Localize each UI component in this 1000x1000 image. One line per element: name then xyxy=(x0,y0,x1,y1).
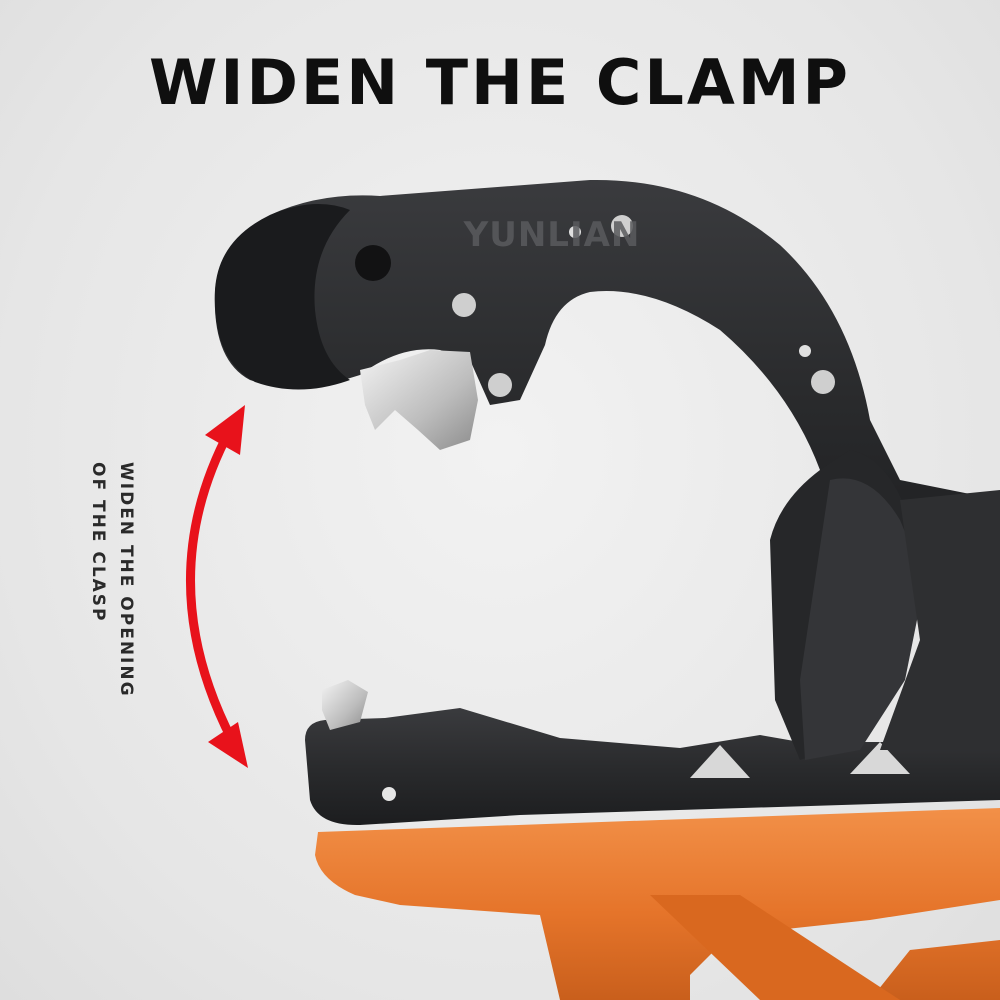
upper-arm-screw xyxy=(811,370,835,394)
vertical-caption-line-1: WIDEN THE OPENING xyxy=(116,462,136,698)
brand-logo: YUNLIAN xyxy=(463,215,641,255)
double-curved-arrow-icon xyxy=(186,405,248,768)
upper-arm-screw xyxy=(611,215,633,237)
upper-arm xyxy=(214,179,1000,601)
upper-arm-screw xyxy=(452,293,476,317)
upper-arm-rivet xyxy=(799,345,811,357)
vertical-caption-line-2: OF THE CLASP xyxy=(88,462,108,623)
upper-arm-screw xyxy=(488,373,512,397)
lower-jaw-rivet xyxy=(382,787,396,801)
upper-metal-clasp xyxy=(360,350,478,450)
upper-jaw-cap xyxy=(214,204,350,390)
lower-jaw-vent xyxy=(690,745,750,778)
orange-handle xyxy=(315,808,1000,1000)
lower-metal-clasp xyxy=(322,680,368,730)
upper-arm-rivet xyxy=(569,226,581,238)
lower-jaw-vent xyxy=(850,742,910,774)
orange-handle-lower-arm xyxy=(650,895,900,1000)
vertical-caption: WIDEN THE OPENING OF THE CLASP xyxy=(80,462,140,722)
lower-jaw xyxy=(305,708,1000,826)
upper-jaw-pivot xyxy=(355,245,391,281)
headline: WIDEN THE CLAMP xyxy=(149,46,851,119)
grip-body xyxy=(880,490,1000,750)
grip-cover-panel xyxy=(800,478,925,760)
